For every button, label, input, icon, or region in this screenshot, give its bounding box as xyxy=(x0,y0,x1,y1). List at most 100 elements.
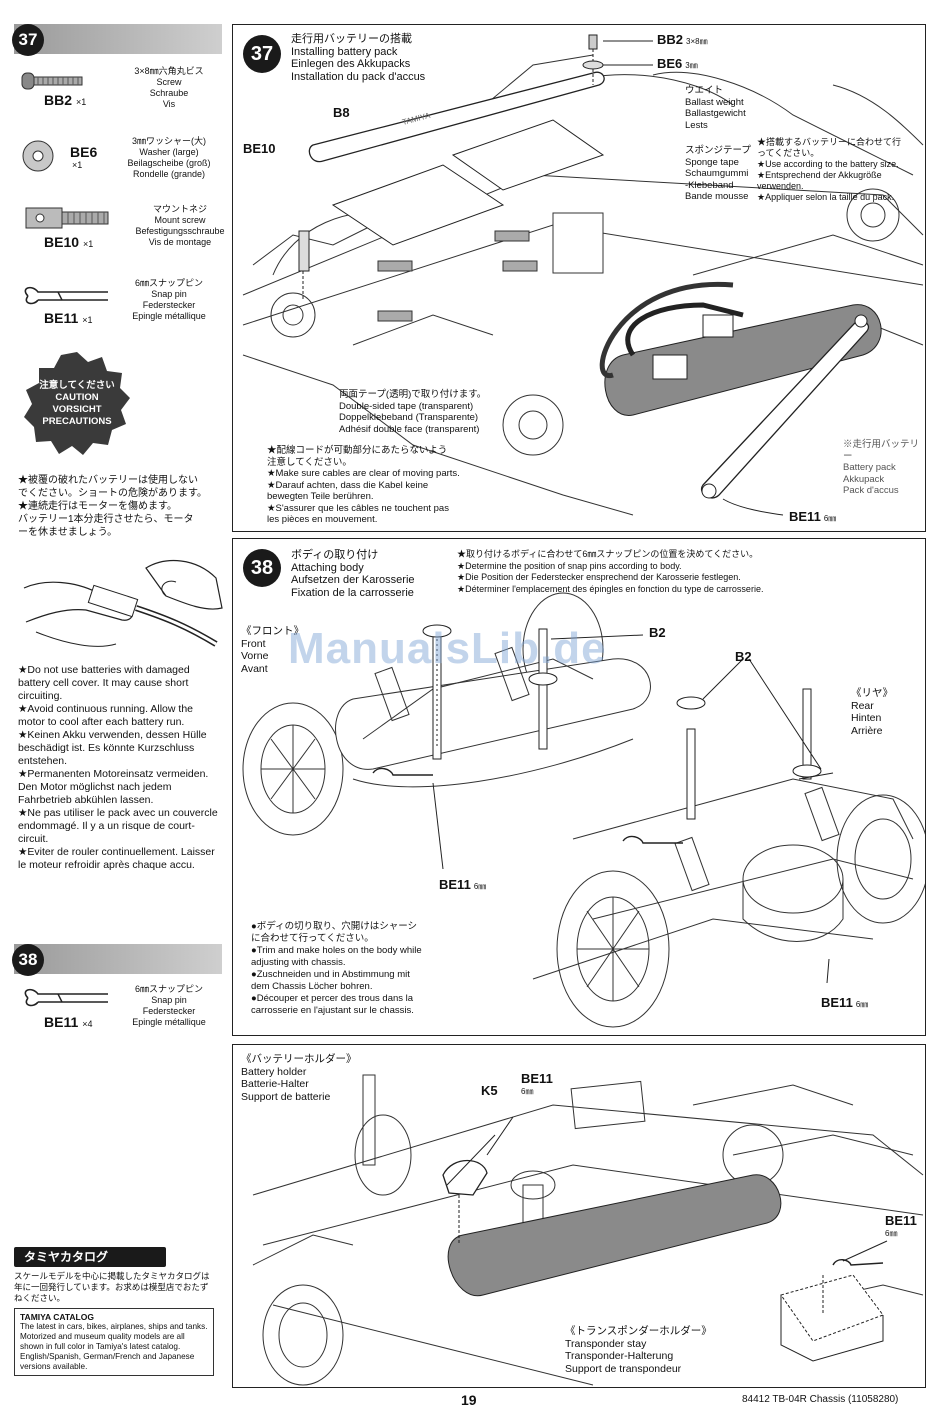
mount-screw-icon xyxy=(25,207,109,229)
step-number-badge: 37 xyxy=(12,24,44,56)
part-desc-fr: Vis de montage xyxy=(148,237,212,247)
label-size: 3㎜ xyxy=(685,61,698,70)
step38-header: 38 xyxy=(12,944,222,976)
step37-badge: 37 xyxy=(243,35,281,73)
caution-badge: 注意してください CAUTION VORSICHT PRECAUTIONS xyxy=(22,350,132,460)
label-text: BE6 xyxy=(657,56,683,71)
part-desc: 6㎜スナップピン Snap pin Federstecker Epingle m… xyxy=(110,278,228,322)
warning-en-2: ★Avoid continuous running. Allow the mot… xyxy=(18,703,193,728)
caution-jp: 注意してください xyxy=(39,380,115,391)
step37-header: 37 xyxy=(12,24,222,56)
part-desc-fr: Rondelle (grande) xyxy=(132,169,206,179)
text-line: Front xyxy=(241,637,266,650)
label-text: BE11 xyxy=(885,1213,917,1228)
part-bb2: BB2×1 3×8㎜六角丸ビス Screw Schraube Vis xyxy=(14,66,229,126)
label-b8: B8 xyxy=(333,105,350,120)
part-desc-de: Federstecker xyxy=(142,300,196,310)
double-sided-tape-note: 両面テープ(透明)で取り付けます。 Double-sided tape (tra… xyxy=(339,389,486,435)
text-line: bewegten Teile berühren. xyxy=(267,491,374,502)
title-jp: ボディの取り付け xyxy=(291,549,379,561)
battery-holder-panel: 《バッテリーホルダー》 Battery holder Batterie-Halt… xyxy=(232,1044,926,1388)
label-b2-rear: B2 xyxy=(735,649,752,664)
label-size: 3×8㎜ xyxy=(686,37,708,46)
title-jp: 走行用バッテリーの搭載 xyxy=(291,33,412,45)
text-line: -Klebeband xyxy=(685,179,734,191)
text-line: ってください。 xyxy=(757,148,820,158)
text-line: ★Appliquer selon la taille du pack. xyxy=(757,192,895,202)
title-de: Aufsetzen der Karosserie xyxy=(291,574,415,586)
text-line: Battery pack xyxy=(843,462,896,473)
rear-label: 《リヤ》 Rear Hinten Arrière xyxy=(851,687,893,737)
warning-de-2: ★Permanenten Motoreinsatz vermeiden. Den… xyxy=(18,768,209,806)
text-line: 《バッテリーホルダー》 xyxy=(241,1053,357,1065)
text-line: adjusting with chassis. xyxy=(251,957,346,968)
label-size: 6㎜ xyxy=(521,1087,534,1096)
text-line: Schaumgummi xyxy=(685,168,749,179)
tamiya-catalog-box: タミヤカタログ スケールモデルを中心に掲載したタミヤカタログは年に一回発行してい… xyxy=(14,1247,214,1376)
catalog-header: タミヤカタログ xyxy=(14,1247,166,1267)
label-size: 6㎜ xyxy=(885,1229,898,1238)
part-desc-fr: Epingle métallique xyxy=(132,311,206,321)
caution-seal-icon xyxy=(24,352,130,455)
text-line: に合わせて行ってください。 xyxy=(251,933,374,944)
text-line: Doppelklebeband (Transparente) xyxy=(339,412,479,423)
text-line: Ballast weight xyxy=(685,96,744,108)
part-code: BB2 xyxy=(44,92,73,108)
text-line: ※走行用バッテリー xyxy=(843,439,920,462)
battery-size-note: ★搭載するバッテリーに合わせて行 ってください。 ★Use according … xyxy=(757,137,925,203)
snap-pin-icon xyxy=(24,988,108,1007)
text-line: 《リヤ》 xyxy=(851,687,893,699)
text-line: ●ボディの切り取り、穴開けはシャーシ xyxy=(251,921,418,932)
text-line: 《トランスポンダーホルダー》 xyxy=(565,1325,712,1337)
label-text: BE11 xyxy=(821,995,853,1010)
text-line: Rear xyxy=(851,699,874,712)
snap-pin-icon xyxy=(24,286,108,305)
part-desc-en: Screw xyxy=(156,77,182,87)
text-line: ★Déterminer l'emplacement des épingles e… xyxy=(457,583,764,594)
part-be11-x4: BE11×4 6㎜スナップピン Snap pin Federstecker Ep… xyxy=(14,984,229,1044)
trim-body-note: ●ボディの切り取り、穴開けはシャーシ に合わせて行ってください。 ●Trim a… xyxy=(251,921,467,1017)
text-line: Support de batterie xyxy=(241,1090,331,1103)
label-text: BE11 xyxy=(789,509,821,524)
battery-install-diagram: TAMIYA xyxy=(242,34,924,516)
text-line: ★配線コードが可動部分にあたらないよう xyxy=(267,445,448,456)
text-line: Vorne xyxy=(241,650,269,662)
part-code: BE11 xyxy=(44,1014,79,1030)
screw-icon xyxy=(21,72,83,90)
caution-en: CAUTION xyxy=(55,392,99,403)
left-column: 37 BB2×1 3×8㎜六角丸ビス Screw Schraube Vis BE… xyxy=(0,0,232,1410)
step38-title: ボディの取り付け Attaching body Aufsetzen der Ka… xyxy=(291,549,415,599)
part-desc-en: Washer (large) xyxy=(139,147,199,157)
part-desc-de: Schraube xyxy=(149,88,189,98)
text-line: Pack d'accus xyxy=(843,485,899,496)
part-desc-fr: Epingle métallique xyxy=(132,1017,206,1027)
text-line: Lests xyxy=(685,119,708,131)
part-desc-en: Snap pin xyxy=(151,289,187,299)
text-line: Akkupack xyxy=(843,473,885,485)
snap-pin-position-note: ★取り付けるボディに合わせて6㎜スナップピンの位置を決めてください。 ★Dete… xyxy=(457,549,923,595)
part-desc-jp: 6㎜スナップピン xyxy=(134,278,203,288)
caution-de: VORSICHT xyxy=(52,404,102,415)
text-line: Avant xyxy=(241,662,268,675)
step38-panel: 38 ボディの取り付け Attaching body Aufsetzen der… xyxy=(232,538,926,1036)
text-line: Transponder stay xyxy=(565,1337,647,1350)
text-line: ★S'assurer que les câbles ne touchent pa… xyxy=(267,502,449,514)
part-code: BE6 xyxy=(70,144,98,160)
text-line: dem Chassis Löcher bohren. xyxy=(251,981,373,992)
warning-de-1: ★Keinen Akku verwenden, dessen Hülle bes… xyxy=(18,729,207,767)
catalog-jp-text: スケールモデルを中心に掲載したタミヤカタログは年に一回発行しています。お求めは模… xyxy=(14,1271,210,1303)
part-desc: 6㎜スナップピン Snap pin Federstecker Epingle m… xyxy=(110,984,228,1028)
part-be11: BE11×1 6㎜スナップピン Snap pin Federstecker Ep… xyxy=(14,278,229,338)
title-en: Installing battery pack xyxy=(291,45,398,58)
text-line: ●Zuschneiden und in Abstimmung mit xyxy=(251,969,410,980)
part-code: BE11 xyxy=(44,310,79,326)
part-qty: ×1 xyxy=(82,315,93,325)
text-line: 《フロント》 xyxy=(241,625,304,637)
text-line: carrosserie en l'ajustant sur le chassis… xyxy=(251,1005,414,1016)
